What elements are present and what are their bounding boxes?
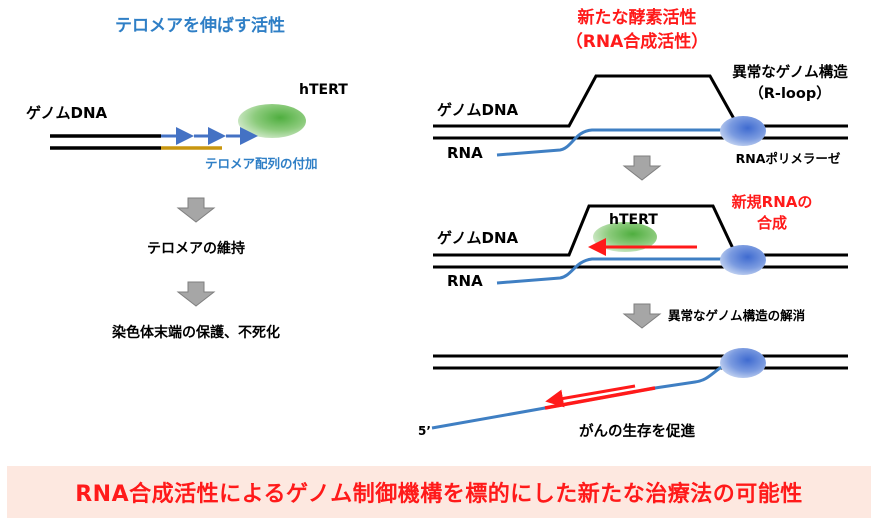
new-rna-label-line2: 合成 xyxy=(756,214,787,232)
panel-resolved: 5’ がんの生存を促進 xyxy=(418,348,848,440)
down-arrow-icon xyxy=(176,281,216,307)
panel1-genome-label: ゲノムDNA xyxy=(437,101,519,119)
panel2-genome-label: ゲノムDNA xyxy=(437,229,519,247)
left-step1: テロメアの維持 xyxy=(147,240,245,257)
panel1-rna-label: RNA xyxy=(447,144,483,162)
rloop-label-line1: 異常なゲノム構造 xyxy=(732,63,848,81)
rna-polymerase xyxy=(720,348,766,378)
htert-enzyme xyxy=(593,222,657,252)
five-prime-label: 5’ xyxy=(418,424,431,438)
left-title: テロメアを伸ばす活性 xyxy=(115,15,285,36)
htert-enzyme xyxy=(238,104,306,138)
rloop-label-line2: （R-loop） xyxy=(749,84,830,102)
panel-htert-synthesis: ゲノムDNA RNA hTERT 新規RNAの 合成 xyxy=(433,193,848,290)
rna-polymerase xyxy=(720,116,766,146)
resolve-label: 異常なゲノム構造の解消 xyxy=(668,308,806,323)
conclusion-text: RNA合成活性によるゲノム制御機構を標的にした新たな治療法の可能性 xyxy=(75,482,803,507)
right-title-line2: （RNA合成活性） xyxy=(566,31,708,52)
panel2-rna-label: RNA xyxy=(447,272,483,290)
cancer-label: がんの生存を促進 xyxy=(579,422,695,440)
telomere-add-label: テロメア配列の付加 xyxy=(205,156,318,171)
conclusion-banner: RNA合成活性によるゲノム制御機構を標的にした新たな治療法の可能性 xyxy=(7,466,871,518)
new-rna-arrow xyxy=(545,384,636,408)
left-htert-label: hTERT xyxy=(299,82,348,98)
polymerase-label: RNAポリメラーゼ xyxy=(736,151,841,166)
down-arrow-icon xyxy=(622,303,662,329)
rna-polymerase xyxy=(720,245,766,275)
panel2-htert-label: hTERT xyxy=(609,212,658,228)
new-rna-label-line1: 新規RNAの xyxy=(732,193,813,211)
panel-rloop: ゲノムDNA RNA RNAポリメラーゼ xyxy=(433,74,848,166)
down-arrow-icon xyxy=(622,155,662,181)
left-step2: 染色体末端の保護、不死化 xyxy=(112,324,280,341)
right-title-line1: 新たな酵素活性 xyxy=(578,7,697,28)
rna-strand xyxy=(496,257,738,285)
rna-strand xyxy=(496,128,738,157)
down-arrow-icon xyxy=(176,197,216,223)
mechanism-diagram: テロメアを伸ばす活性 ゲノムDNA hTERT テロメア配列の付加 テロメアの維… xyxy=(26,7,848,440)
left-genome-label: ゲノムDNA xyxy=(26,104,108,122)
